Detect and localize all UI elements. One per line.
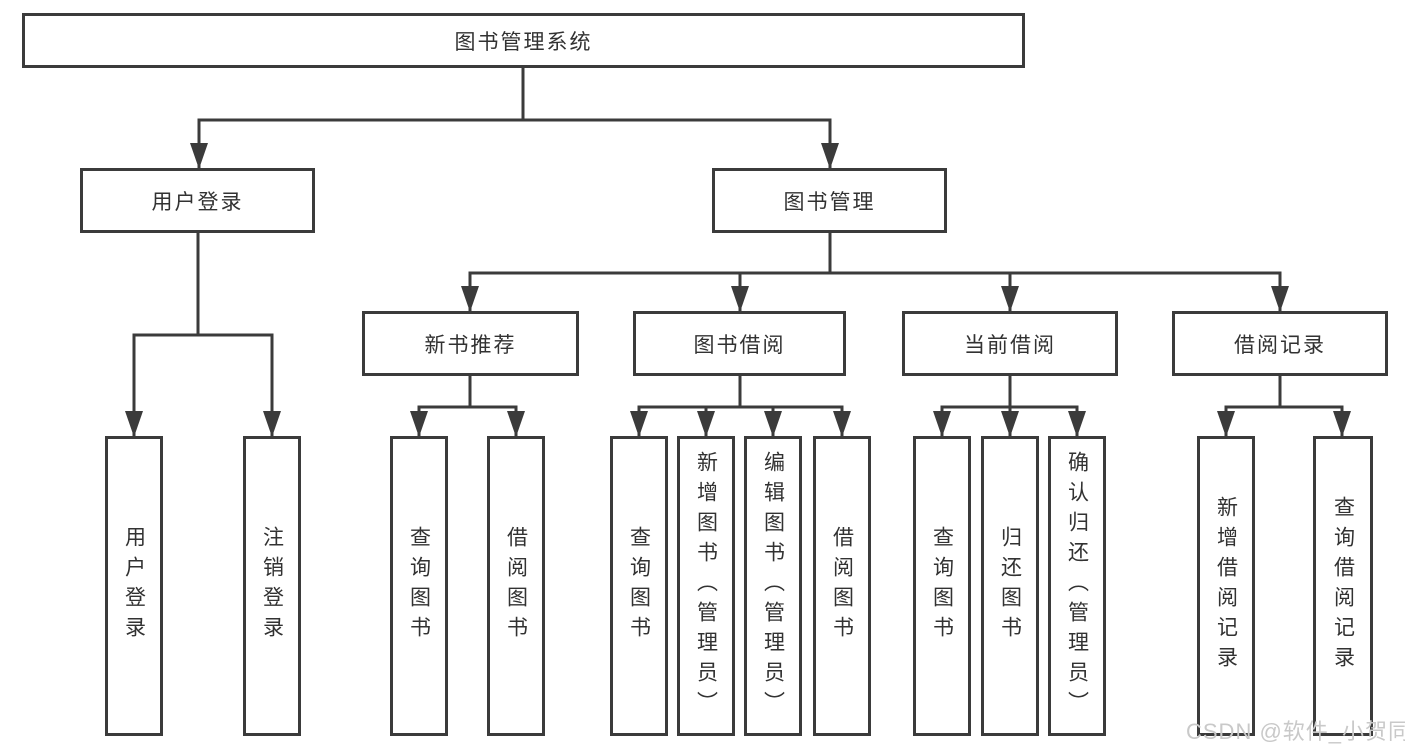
- leaf-label: 查询图书: [930, 526, 954, 646]
- leaf-node: 新增图书（管理员）: [677, 436, 735, 736]
- node-borrow-records: 借阅记录: [1172, 311, 1388, 376]
- leaf-node: 归还图书: [981, 436, 1039, 736]
- leaf-label: 借阅图书: [504, 526, 528, 646]
- leaf-label: 编辑图书（管理员）: [761, 451, 785, 721]
- leaf-label: 查询图书: [407, 526, 431, 646]
- leaf-node: 新增借阅记录: [1197, 436, 1255, 736]
- leaf-label: 注销登录: [260, 526, 284, 646]
- leaf-label: 新增图书（管理员）: [694, 451, 718, 721]
- node-book-borrow: 图书借阅: [633, 311, 846, 376]
- node-root-label: 图书管理系统: [454, 30, 593, 54]
- leaf-label: 查询图书: [627, 526, 651, 646]
- csdn-watermark: CSDN @软件_小贺同学: [1186, 719, 1405, 744]
- node-current-borrow-label: 当前借阅: [964, 333, 1056, 357]
- leaf-node: 查询图书: [390, 436, 448, 736]
- node-root: 图书管理系统: [22, 13, 1025, 68]
- leaf-node: 查询图书: [610, 436, 668, 736]
- leaf-label: 新增借阅记录: [1214, 496, 1238, 676]
- node-new-book-recommend-label: 新书推荐: [424, 333, 517, 357]
- leaf-label: 借阅图书: [830, 526, 854, 646]
- node-current-borrow: 当前借阅: [902, 311, 1118, 376]
- leaf-node: 借阅图书: [487, 436, 545, 736]
- node-new-book-recommend: 新书推荐: [362, 311, 579, 376]
- leaf-label: 归还图书: [998, 526, 1022, 646]
- node-book-management: 图书管理: [712, 168, 947, 233]
- leaf-node: 用户登录: [105, 436, 163, 736]
- node-borrow-records-label: 借阅记录: [1234, 333, 1326, 357]
- node-user-login: 用户登录: [80, 168, 315, 233]
- connectors-group: [125, 66, 1351, 438]
- leaf-node: 注销登录: [243, 436, 301, 736]
- leaf-label: 确认归还（管理员）: [1065, 451, 1089, 721]
- node-user-login-label: 用户登录: [151, 190, 244, 214]
- leaf-label: 用户登录: [122, 526, 146, 646]
- leaf-label: 查询借阅记录: [1331, 496, 1355, 676]
- node-book-management-label: 图书管理: [783, 190, 876, 214]
- node-book-borrow-label: 图书借阅: [693, 333, 786, 357]
- leaf-node: 编辑图书（管理员）: [744, 436, 802, 736]
- leaf-node: 查询图书: [913, 436, 971, 736]
- leaf-node: 查询借阅记录: [1313, 436, 1373, 736]
- leaf-node: 借阅图书: [813, 436, 871, 736]
- leaf-node: 确认归还（管理员）: [1048, 436, 1106, 736]
